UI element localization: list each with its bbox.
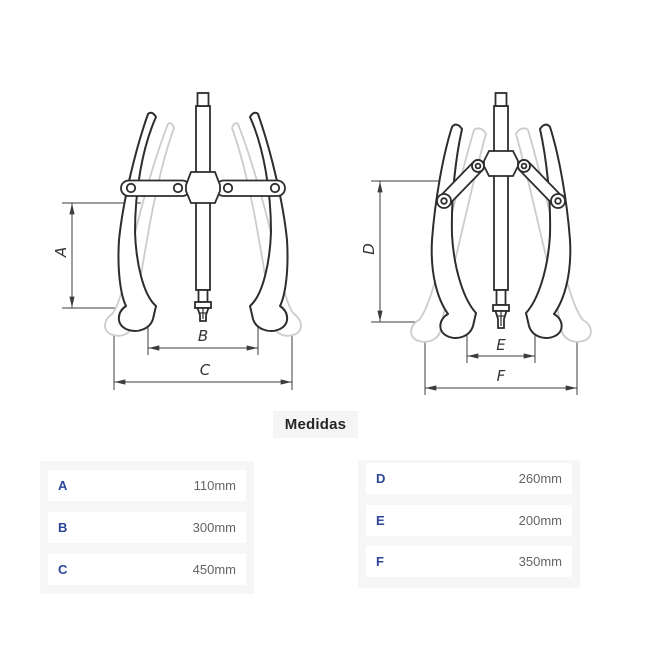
jaws: [430, 123, 572, 339]
spindle-head: [196, 92, 210, 107]
dim-label-b: B: [198, 327, 208, 345]
right-jaw: [249, 111, 289, 332]
dim-label-c: C: [200, 361, 211, 379]
measures-table-right: D 260mm E 200mm F 350mm: [358, 460, 580, 588]
measure-label: E: [376, 512, 385, 528]
measure-label: F: [376, 554, 384, 569]
dim-label-f: F: [497, 367, 506, 385]
spindle-head: [494, 92, 508, 107]
dim-label-e: E: [496, 336, 506, 354]
left-jaw: [430, 123, 477, 339]
measure-row: A 110mm: [48, 470, 246, 501]
measure-row: C 450mm: [48, 554, 246, 585]
measure-row: D 260mm: [366, 463, 572, 494]
measure-value: 450mm: [192, 562, 236, 577]
spindle: [194, 92, 212, 322]
measure-value: 300mm: [192, 520, 236, 535]
measures-title: Medidas: [284, 416, 347, 433]
measure-row: B 300mm: [48, 512, 246, 543]
dim-label-a: A: [52, 247, 70, 258]
measure-value: 260mm: [518, 471, 562, 486]
technical-drawing: A B C D E F: [52, 92, 592, 395]
measure-value: 200mm: [518, 512, 562, 528]
link-arms: [436, 159, 566, 209]
right-jaw: [525, 123, 572, 339]
crossbar-center-block: [483, 150, 519, 177]
spindle-rod: [493, 105, 509, 291]
measure-label: A: [58, 478, 68, 493]
dimension-f: [424, 336, 578, 395]
dimension-labels: A B C D E F: [52, 243, 506, 385]
crossbar-center-block: [185, 171, 221, 204]
spindle: [492, 92, 510, 329]
dim-label-d: D: [360, 243, 378, 255]
measure-label: B: [58, 520, 68, 535]
measure-row: F 350mm: [366, 546, 572, 577]
right-puller-drawing: [410, 92, 592, 343]
measure-label: D: [376, 471, 386, 486]
measures-title-box: Medidas: [273, 411, 358, 438]
jaws: [117, 111, 289, 332]
measures-table-left: A 110mm B 300mm C 450mm: [40, 461, 254, 594]
left-puller-drawing: [104, 92, 302, 337]
dimension-lines: [62, 180, 578, 395]
measure-row: E 200mm: [366, 504, 572, 536]
left-jaw: [117, 111, 157, 332]
measure-label: C: [58, 562, 68, 577]
measure-value: 350mm: [518, 554, 562, 569]
crossbar: [120, 171, 286, 204]
measure-value: 110mm: [193, 478, 236, 493]
